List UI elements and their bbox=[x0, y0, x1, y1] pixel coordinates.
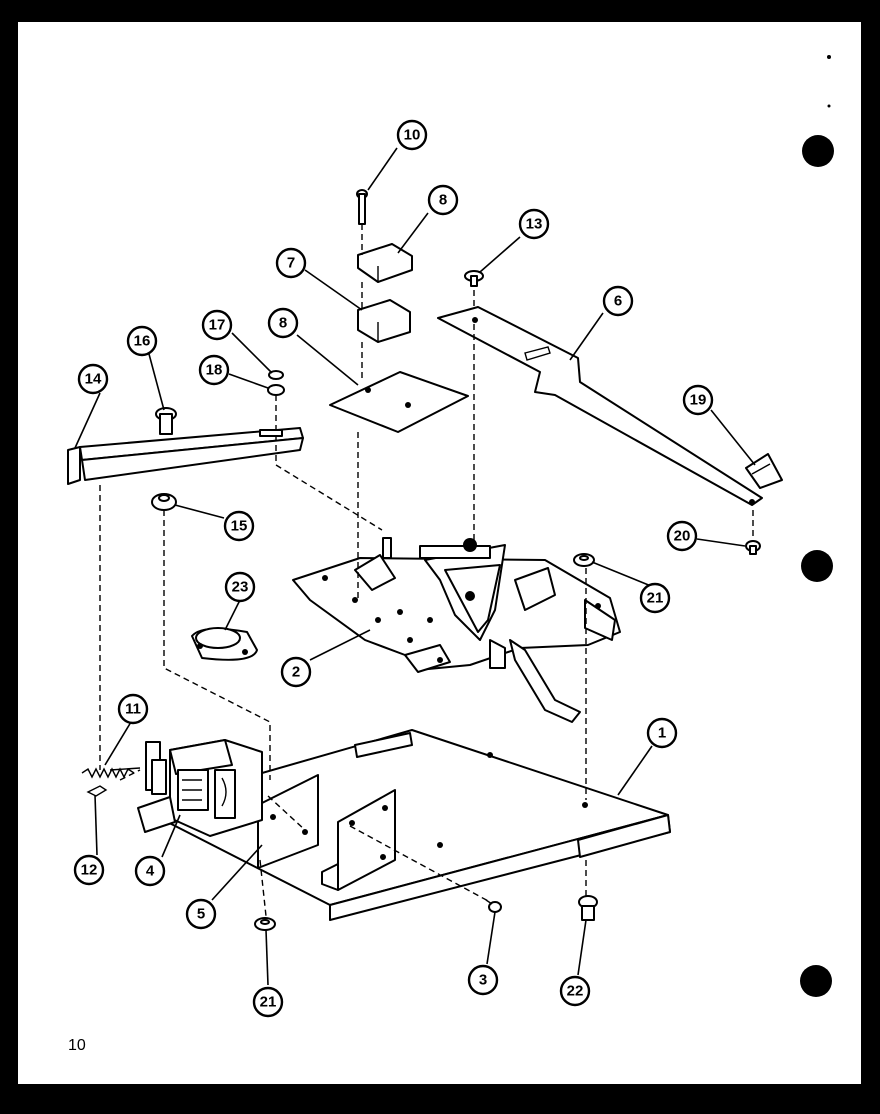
svg-text:3: 3 bbox=[479, 972, 487, 989]
leader-lines bbox=[74, 147, 756, 986]
callout-15: 15 bbox=[223, 510, 255, 542]
part-23-thermostat bbox=[191, 627, 258, 661]
part-4-motor bbox=[137, 739, 263, 837]
part-17-18-washers bbox=[267, 370, 285, 396]
callout-1: 1 bbox=[646, 717, 678, 749]
callout-22: 22 bbox=[559, 975, 591, 1007]
part-13-rivet bbox=[464, 270, 484, 287]
callout-18: 18 bbox=[198, 354, 230, 386]
callout-14: 14 bbox=[77, 363, 109, 395]
speck bbox=[827, 55, 831, 59]
page-number: 10 bbox=[68, 1037, 86, 1054]
binder-hole-top bbox=[802, 135, 834, 167]
part-6-actuator-arm bbox=[437, 306, 763, 506]
svg-text:20: 20 bbox=[674, 528, 691, 545]
svg-text:19: 19 bbox=[690, 392, 707, 409]
svg-text:7: 7 bbox=[287, 255, 295, 272]
svg-text:8: 8 bbox=[439, 192, 447, 209]
part-7-switch bbox=[357, 299, 411, 343]
svg-text:15: 15 bbox=[231, 518, 248, 535]
callout-3: 3 bbox=[467, 964, 499, 996]
assembly-dashed-lines bbox=[99, 224, 754, 917]
svg-text:10: 10 bbox=[404, 127, 421, 144]
callout-19: 19 bbox=[682, 384, 714, 416]
callout-11: 11 bbox=[117, 693, 149, 725]
callout-13: 13 bbox=[518, 208, 550, 240]
svg-text:22: 22 bbox=[567, 983, 584, 1000]
binder-hole-middle bbox=[801, 550, 833, 582]
part-10-screw bbox=[356, 189, 368, 225]
svg-text:14: 14 bbox=[85, 371, 102, 388]
svg-text:11: 11 bbox=[125, 701, 141, 718]
callout-16: 16 bbox=[126, 325, 158, 357]
svg-text:16: 16 bbox=[134, 333, 151, 350]
part-2-chassis bbox=[292, 537, 621, 723]
binder-hole-bottom bbox=[800, 965, 832, 997]
svg-text:21: 21 bbox=[647, 590, 664, 607]
svg-text:12: 12 bbox=[81, 862, 98, 879]
part-21-nut-upper bbox=[573, 553, 595, 567]
svg-text:2: 2 bbox=[292, 664, 300, 681]
callout-7: 7 bbox=[275, 247, 307, 279]
part-20-screw bbox=[745, 540, 761, 555]
part-9-switch bbox=[357, 243, 413, 283]
callout-6: 6 bbox=[602, 285, 634, 317]
part-8-insulator bbox=[329, 371, 469, 433]
callout-12: 12 bbox=[73, 854, 105, 886]
part-15-spacer bbox=[151, 493, 177, 511]
svg-text:6: 6 bbox=[614, 293, 622, 310]
upright-bracket-right bbox=[321, 789, 396, 891]
part-11-spring bbox=[81, 767, 141, 779]
callout-4: 4 bbox=[134, 855, 166, 887]
part-12-clip bbox=[86, 785, 108, 797]
svg-text:18: 18 bbox=[206, 362, 223, 379]
svg-text:17: 17 bbox=[209, 317, 226, 334]
part-19-knob bbox=[745, 453, 783, 489]
callout-5: 5 bbox=[185, 898, 217, 930]
svg-text:4: 4 bbox=[146, 863, 155, 880]
callout-8: 8 bbox=[267, 307, 299, 339]
svg-text:23: 23 bbox=[232, 579, 249, 596]
callout-21-upper: 21 bbox=[639, 582, 671, 614]
callout-9: 8 bbox=[427, 184, 459, 216]
callout-20: 20 bbox=[666, 520, 698, 552]
callout-23: 23 bbox=[224, 571, 256, 603]
svg-text:8: 8 bbox=[279, 315, 287, 332]
part-16-screw bbox=[155, 407, 177, 435]
callout-17: 17 bbox=[201, 309, 233, 341]
part-14-lever-bracket bbox=[67, 427, 304, 485]
svg-text:5: 5 bbox=[197, 906, 205, 923]
callout-10: 10 bbox=[396, 119, 428, 151]
speck bbox=[827, 104, 831, 108]
part-21-nut-lower bbox=[254, 917, 276, 931]
callout-2: 2 bbox=[280, 656, 312, 688]
part-22-screw bbox=[578, 895, 598, 921]
svg-text:21: 21 bbox=[260, 994, 277, 1011]
svg-text:13: 13 bbox=[526, 216, 543, 233]
callout-21-lower: 21 bbox=[252, 986, 284, 1018]
part-5-bracket bbox=[257, 774, 319, 869]
svg-text:1: 1 bbox=[658, 725, 666, 742]
